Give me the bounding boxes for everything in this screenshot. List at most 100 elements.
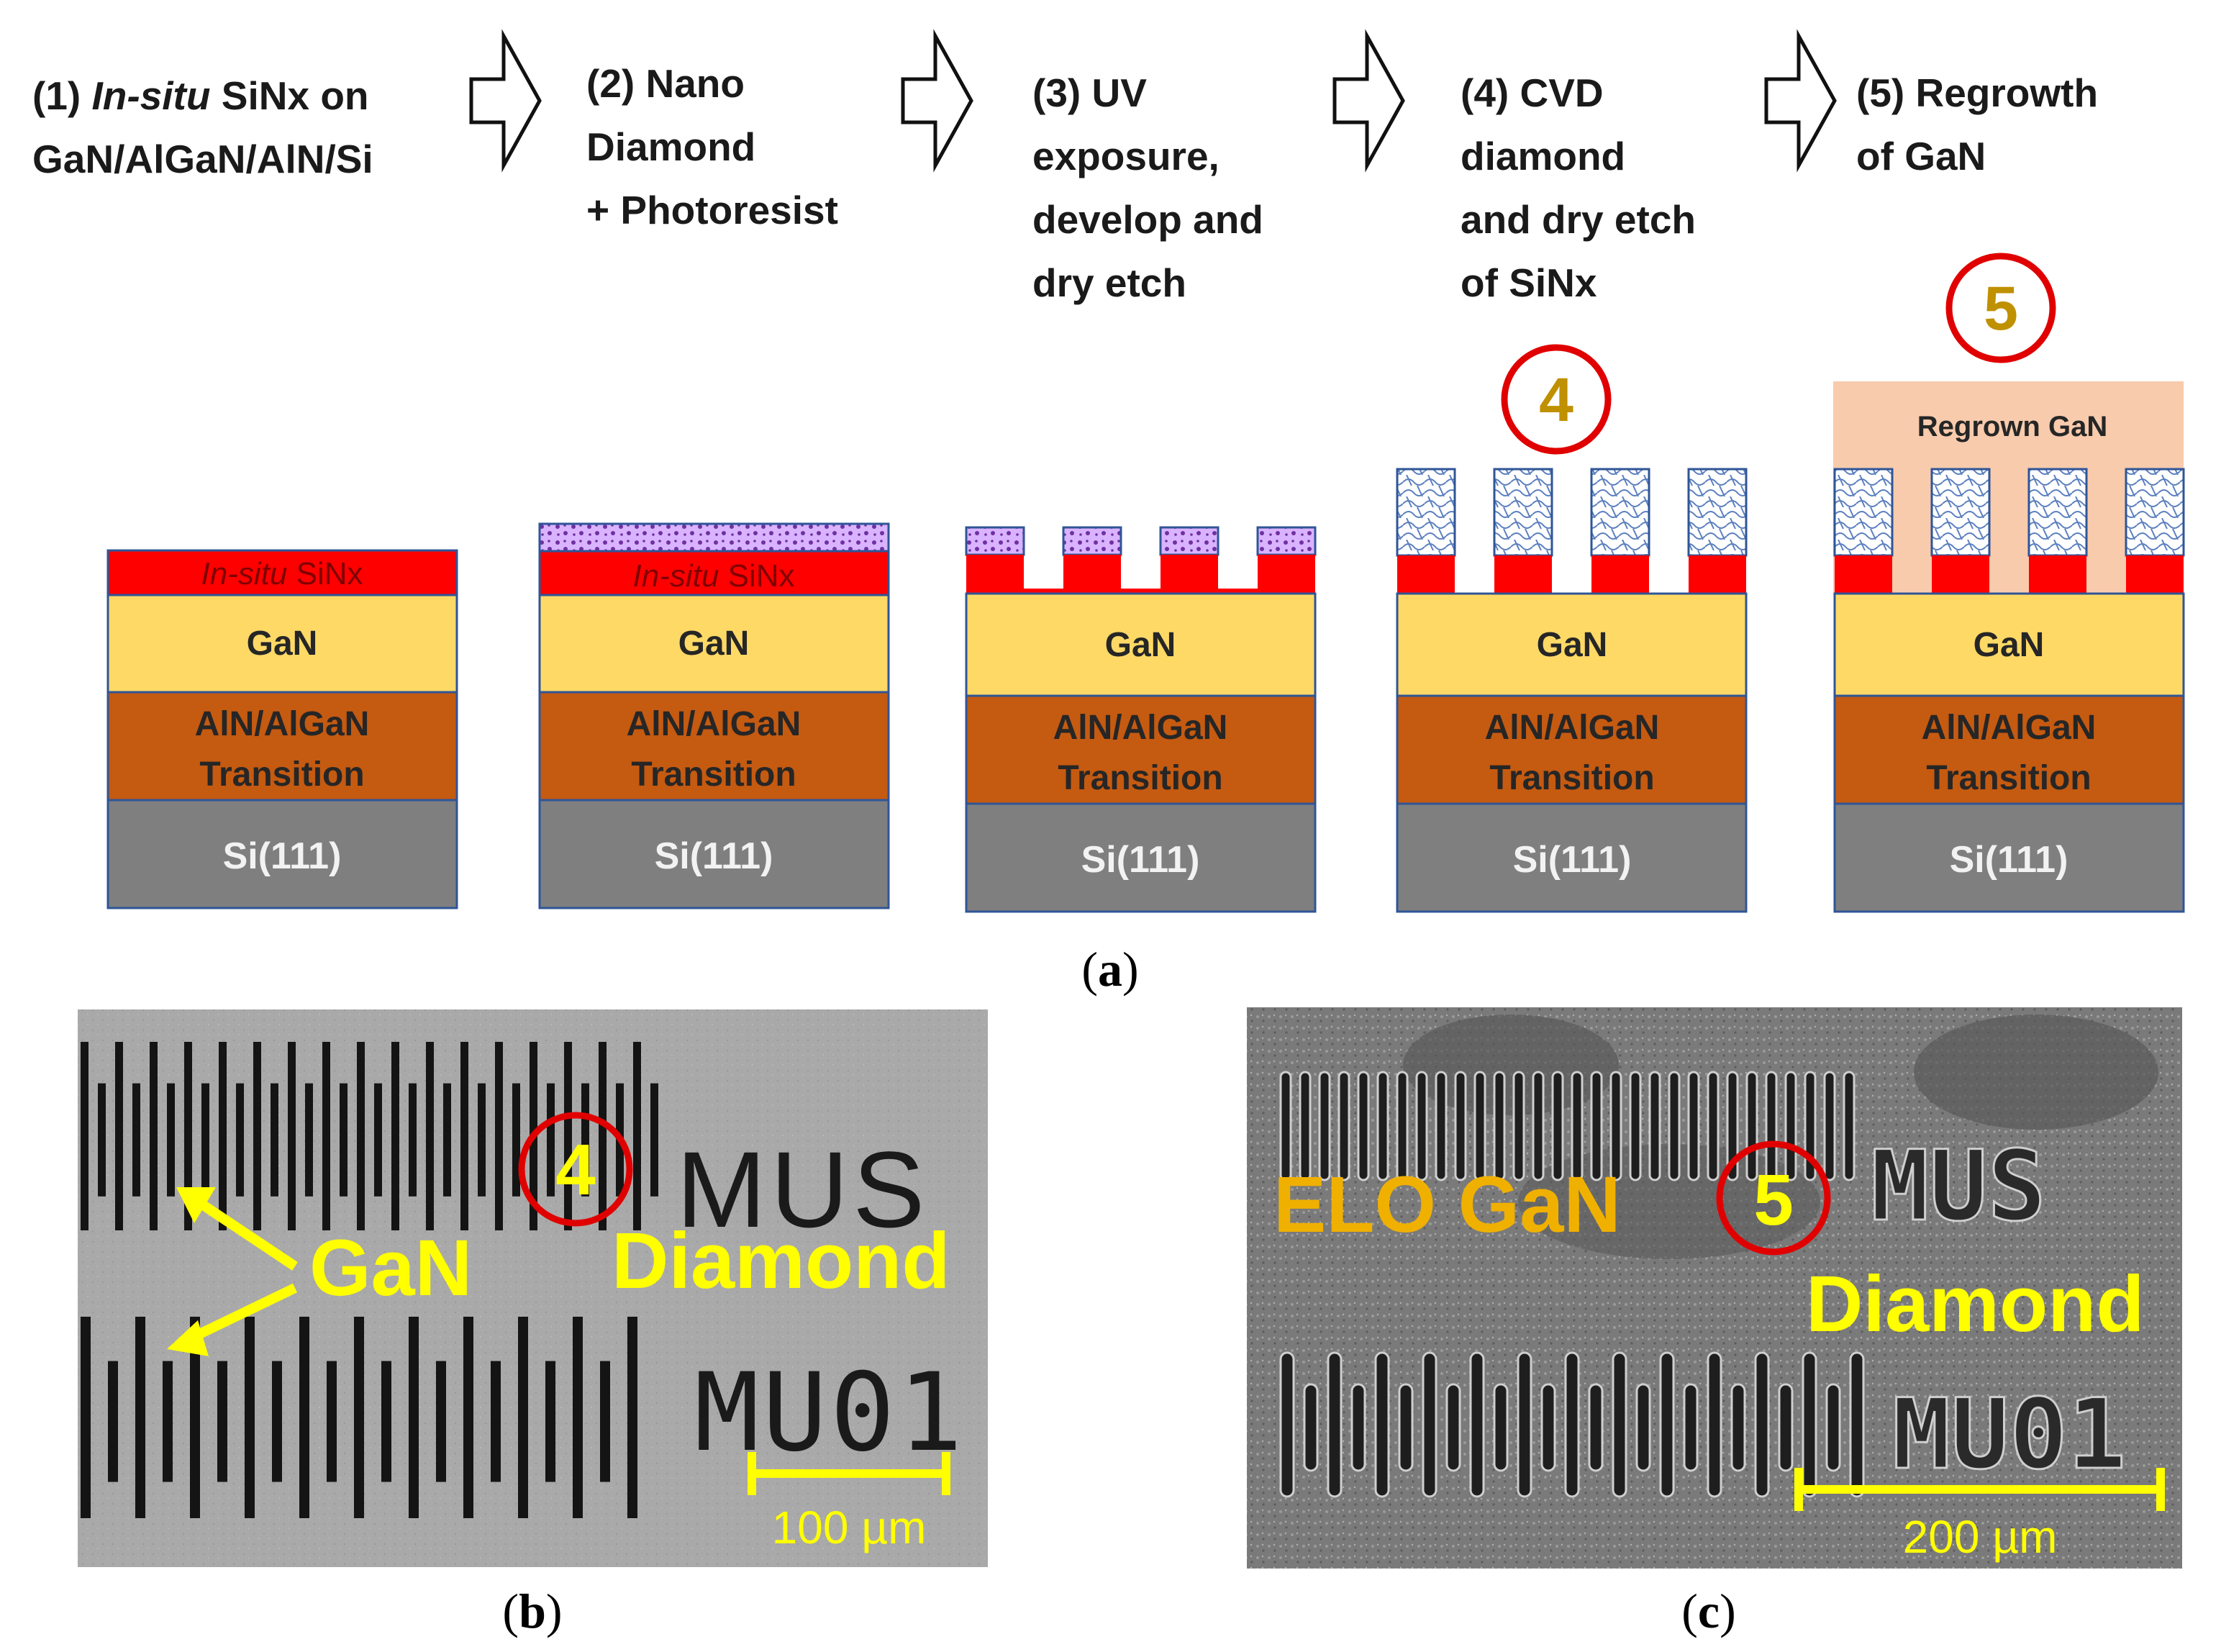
comb-finger (1683, 1383, 1699, 1472)
comb-finger (1350, 1383, 1366, 1472)
step-4-marker-circle (1501, 344, 1612, 455)
si-layer (1396, 802, 1748, 913)
arrowhead-icon (167, 1320, 209, 1356)
stack-4: GaN AlN/AlGaN Transition Si(111) 4 (1396, 344, 1748, 913)
comb-finger (1422, 1351, 1437, 1498)
comb-finger (163, 1361, 173, 1482)
stack-3: GaN AlN/AlGaN Transition Si(111) (965, 526, 1317, 913)
comb-finger (581, 1083, 589, 1197)
comb-finger (564, 1042, 572, 1230)
sem-b-diamond-label: Diamond (612, 1217, 950, 1305)
comb-finger (305, 1083, 313, 1197)
comb-finger (1398, 1383, 1414, 1472)
panel-label-b: (b) (502, 1584, 562, 1638)
comb-finger (1778, 1383, 1794, 1472)
si-layer (1833, 802, 2185, 913)
comb-finger (184, 1042, 192, 1230)
sem-b-marker-circle (518, 1112, 633, 1227)
comb-finger (115, 1042, 123, 1230)
comb-finger (201, 1083, 209, 1197)
comb-finger (1318, 1071, 1331, 1181)
comb-finger (1730, 1383, 1746, 1472)
diamond-pillar (1493, 468, 1553, 557)
sem-b-scale-bar (748, 1452, 950, 1495)
comb-finger (272, 1361, 282, 1482)
comb-finger (81, 1317, 91, 1518)
arrow-icon (195, 1197, 298, 1271)
comb-finger (1825, 1383, 1841, 1472)
si-label: Si(111) (1950, 839, 2068, 881)
gan-pointer-arrows (167, 1187, 298, 1356)
step-5-marker-label: 5 (1984, 274, 2018, 343)
transition-layer (538, 691, 890, 802)
gan-layer (1833, 592, 2185, 697)
sinx-pillar (1397, 555, 1455, 594)
sem-c-diamond-label: Diamond (1806, 1260, 2145, 1348)
comb-finger (463, 1317, 473, 1518)
sinx-pillar (1494, 555, 1552, 594)
si-label: Si(111) (655, 835, 773, 877)
comb-finger (1754, 1351, 1770, 1498)
diamond-pillar (1396, 468, 1456, 557)
transition-label-2: Transition (631, 755, 796, 794)
comb-finger (1635, 1383, 1651, 1472)
comb-finger (460, 1042, 468, 1230)
stack-1: In-situ SiNx GaN AlN/AlGaN Transition Si… (106, 549, 458, 909)
sem-c-elo-label: ELO GaN (1273, 1161, 1621, 1249)
sinx-pillar (1591, 555, 1649, 594)
diamond-pillar (1687, 468, 1748, 557)
comb-finger (1279, 1071, 1292, 1181)
comb-finger (1493, 1071, 1506, 1181)
comb-finger (132, 1083, 140, 1197)
sinx-pillar (2029, 555, 2086, 594)
comb-finger (1590, 1071, 1603, 1181)
sem-c-dark-patch (1914, 1015, 2158, 1130)
comb-finger (1849, 1351, 1865, 1498)
comb-finger (1357, 1071, 1370, 1181)
comb-finger (357, 1042, 365, 1230)
transition-label-2: Transition (199, 755, 364, 794)
diamond-pillar (1930, 468, 1991, 557)
comb-finger (409, 1317, 419, 1518)
arrow-right-icon (469, 29, 542, 173)
gan-layer (106, 594, 458, 694)
comb-finger (167, 1083, 175, 1197)
arrow-icon (188, 1283, 298, 1343)
comb-finger (190, 1317, 200, 1518)
comb-finger (245, 1317, 255, 1518)
comb-finger (1517, 1351, 1532, 1498)
comb-finger (217, 1361, 227, 1482)
comb-finger (1571, 1071, 1584, 1181)
comb-finger (1493, 1383, 1509, 1472)
gan-label: GaN (247, 625, 318, 663)
comb-finger (1512, 1071, 1525, 1181)
comb-finger (600, 1361, 610, 1482)
sem-c-mark-bottom: MU01 (1892, 1378, 2126, 1491)
sinx-layer (538, 550, 890, 596)
regrown-gan-label: Regrown GaN (1917, 411, 2107, 442)
photoresist-pillar (1159, 526, 1219, 556)
comb-finger (150, 1042, 158, 1230)
comb-finger (650, 1083, 658, 1197)
stack-5: Regrown GaN GaN AlN/AlGaN Transition Si(… (1833, 253, 2185, 913)
step-4-marker-label: 4 (1539, 366, 1573, 435)
comb-finger (327, 1361, 337, 1482)
sinx-pillar (1161, 555, 1218, 592)
comb-finger (1629, 1071, 1642, 1181)
comb-finger (491, 1361, 501, 1482)
comb-finger (1327, 1351, 1343, 1498)
comb-finger (1532, 1071, 1545, 1181)
gan-layer (538, 594, 890, 694)
transition-label-2: Transition (1926, 759, 2091, 797)
comb-finger (1648, 1071, 1661, 1181)
comb-finger (518, 1317, 528, 1518)
comb-finger (1279, 1351, 1295, 1498)
comb-finger (1823, 1071, 1836, 1181)
comb-finger (381, 1361, 391, 1482)
comb-finger (391, 1042, 399, 1230)
comb-finger (322, 1042, 330, 1230)
transition-layer (1396, 694, 1748, 805)
